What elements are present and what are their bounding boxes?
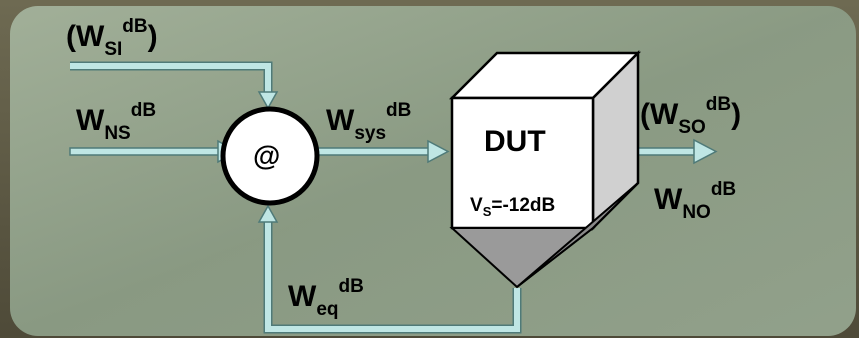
dut-param-base: V (470, 195, 483, 216)
wsys-line (318, 148, 430, 155)
label-w-si-close: ) (148, 20, 158, 53)
label-w-eq-base: W (288, 280, 316, 313)
label-w-no-base: W (654, 183, 682, 216)
dut-param: VS=-12dB (470, 196, 555, 215)
label-w-ns-sup: dB (131, 100, 156, 121)
panel (10, 6, 856, 336)
label-w-so-close: ) (731, 98, 741, 131)
wns-line (70, 148, 220, 155)
label-w-ns-base: W (76, 104, 104, 137)
label-w-sys-base: W (326, 104, 354, 137)
label-w-si-sub: SI (104, 39, 122, 60)
label-w-so-open: (W (640, 98, 678, 131)
label-w-no-sub: NO (682, 202, 711, 223)
dut-param-sub: S (483, 204, 492, 219)
label-w-no-sup: dB (711, 179, 736, 200)
label-w-so-sup: dB (706, 94, 731, 115)
label-w-si-open: (W (66, 20, 104, 53)
label-w-ns: WNSdB (76, 106, 156, 136)
label-w-no: WNOdB (654, 185, 736, 215)
dut-param-value: =-12dB (491, 195, 555, 216)
label-w-sys-sub: sys (354, 123, 386, 144)
label-w-eq-sup: dB (339, 276, 364, 297)
label-w-sys: WsysdB (326, 106, 411, 136)
label-w-eq-sub: eq (316, 299, 338, 320)
label-w-si: (WSIdB) (66, 22, 158, 52)
label-w-si-sup: dB (122, 16, 147, 37)
label-w-sys-sup: dB (386, 100, 411, 121)
combiner-symbol: @ (253, 142, 280, 170)
dut-title: DUT (484, 127, 546, 157)
label-w-so: (WSOdB) (640, 100, 741, 130)
label-w-eq: WeqdB (288, 282, 364, 312)
label-w-ns-sub: NS (104, 123, 130, 144)
label-w-so-sub: SO (678, 117, 705, 138)
